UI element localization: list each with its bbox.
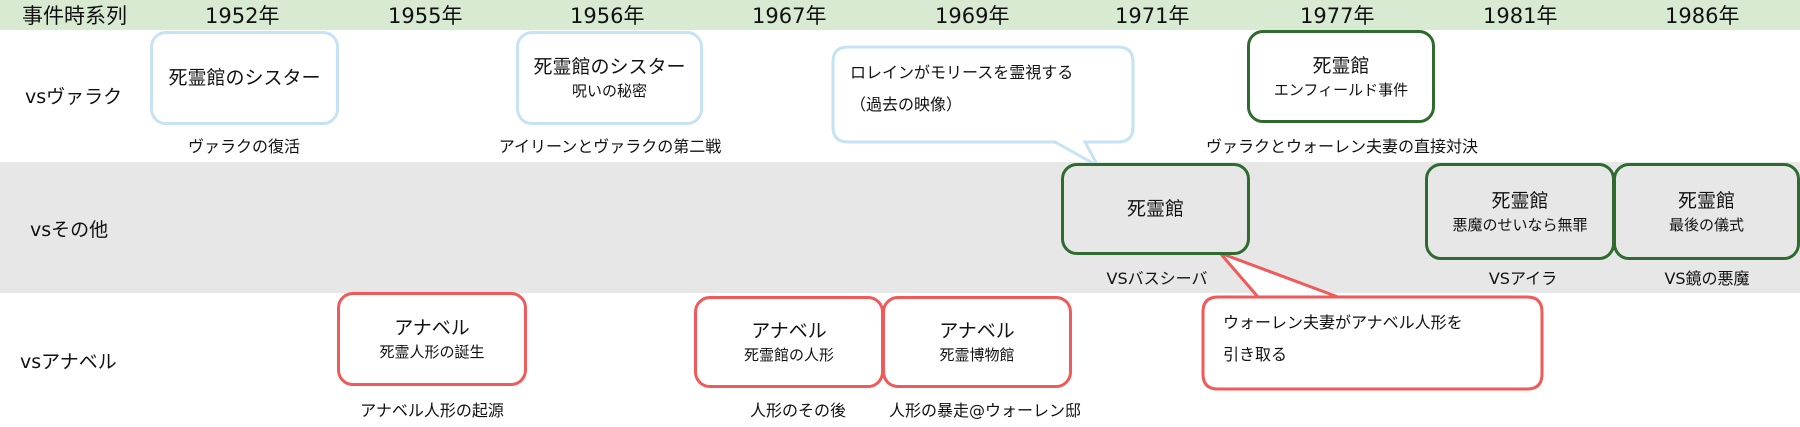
- year-1955: 1955年: [388, 4, 463, 28]
- year-1956: 1956年: [570, 4, 645, 28]
- event-subtitle: 死霊人形の誕生: [379, 343, 485, 361]
- event-caption: VSアイラ: [1488, 269, 1558, 288]
- year-1977: 1977年: [1300, 4, 1375, 28]
- event-title: 死霊館: [1126, 198, 1184, 220]
- callout-loraine-line1: ロレインがモリースを霊視する: [850, 63, 1074, 82]
- event-subtitle: 呪いの秘密: [571, 82, 647, 100]
- event-caption: VSバスシーバ: [1106, 269, 1208, 288]
- event-title: 死霊館のシスター: [533, 56, 686, 78]
- event-caption: 人形の暴走@ウォーレン邸: [888, 401, 1082, 420]
- year-1969: 1969年: [935, 4, 1010, 28]
- event-title: アナベル: [751, 320, 827, 342]
- event-caption: ヴァラクとウォーレン夫妻の直接対決: [1205, 137, 1479, 156]
- year-1967: 1967年: [752, 4, 827, 28]
- event-title: 死霊館のシスター: [168, 67, 321, 89]
- event-subtitle: 最後の儀式: [1668, 215, 1744, 234]
- event-subtitle: 悪魔のせいなら無罪: [1452, 215, 1588, 234]
- event-caption: アナベル人形の起源: [360, 401, 504, 420]
- row-label-valak: vsヴァラク: [25, 86, 123, 108]
- event-annabelle-1967[interactable]: アナベル 死霊館の人形: [694, 296, 884, 388]
- timeline-header: 事件時系列 1952年 1955年 1956年 1967年 1969年 1971…: [0, 0, 1800, 30]
- callout-warren-line2: 引き取る: [1223, 345, 1288, 364]
- event-subtitle: エンフィールド事件: [1273, 80, 1409, 99]
- event-conjuring2-1977[interactable]: 死霊館 エンフィールド事件: [1247, 30, 1435, 123]
- event-title: 死霊館: [1312, 54, 1370, 77]
- event-caption: アイリーンとヴァラクの第二戦: [498, 137, 722, 156]
- callout-shape-loraine: [831, 45, 1135, 170]
- year-1981: 1981年: [1483, 4, 1558, 28]
- event-title: 死霊館: [1677, 189, 1735, 212]
- event-title: アナベル: [939, 320, 1015, 342]
- event-subtitle: 死霊博物館: [939, 346, 1015, 364]
- year-1986: 1986年: [1665, 4, 1740, 28]
- event-nun2-1956[interactable]: 死霊館のシスター 呪いの秘密: [516, 31, 703, 125]
- callout-loraine-line2: （過去の映像）: [850, 95, 963, 114]
- row-label-others: vsその他: [30, 219, 109, 241]
- event-title: アナベル: [394, 317, 470, 339]
- header-title: 事件時系列: [22, 4, 127, 28]
- event-caption: ヴァラクの復活: [187, 137, 301, 156]
- event-caption: 人形のその後: [749, 401, 847, 420]
- event-subtitle: 死霊館の人形: [743, 346, 834, 364]
- callout-shape-warren: [1201, 251, 1544, 391]
- event-conjuring4-1986[interactable]: 死霊館 最後の儀式: [1613, 163, 1800, 260]
- year-1952: 1952年: [205, 4, 280, 28]
- event-annabelle-comes-home-1969[interactable]: アナベル 死霊博物館: [882, 296, 1072, 388]
- year-1971: 1971年: [1115, 4, 1190, 28]
- event-conjuring3-1981[interactable]: 死霊館 悪魔のせいなら無罪: [1425, 163, 1615, 260]
- row-label-annabelle: vsアナベル: [20, 351, 117, 373]
- event-title: 死霊館: [1491, 189, 1549, 212]
- event-conjuring-1971[interactable]: 死霊館: [1061, 163, 1250, 255]
- event-caption: VS鏡の悪魔: [1664, 269, 1750, 288]
- callout-warren-line1: ウォーレン夫妻がアナベル人形を: [1223, 313, 1463, 332]
- event-nun-1952[interactable]: 死霊館のシスター: [150, 31, 339, 125]
- event-annabelle-creation-1955[interactable]: アナベル 死霊人形の誕生: [337, 292, 527, 386]
